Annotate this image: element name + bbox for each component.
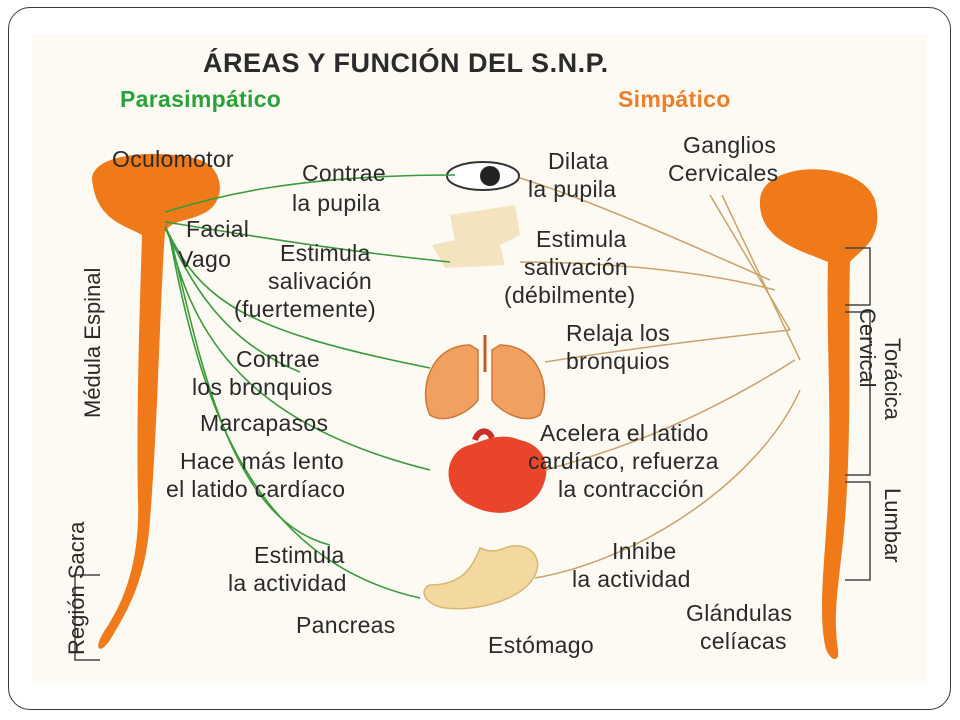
label-dilata-pupila-2: la pupila xyxy=(528,176,617,202)
label-cervicales: Cervicales xyxy=(668,160,779,186)
label-celiacas: celíacas xyxy=(700,628,787,654)
label-dilata-pupila-1: Dilata xyxy=(548,148,609,174)
label-estimula-debil-2: salivación xyxy=(524,254,628,280)
heart-organ xyxy=(448,428,547,513)
label-contrae-bronquios-1: Contrae xyxy=(236,346,320,372)
region-brackets xyxy=(74,247,871,661)
label-lumbar: Lumbar xyxy=(880,488,905,563)
label-lento-1: Hace más lento xyxy=(180,448,344,474)
lungs-organ xyxy=(424,335,546,420)
label-contrae-bronquios-2: los bronquios xyxy=(192,374,333,400)
label-region-sacra: Región Sacra xyxy=(64,521,89,655)
legend-sympathetic: Simpático xyxy=(618,86,731,112)
legend-parasympathetic: Parasimpático xyxy=(120,86,282,112)
label-estimula-debil-3: (débilmente) xyxy=(504,282,636,308)
label-contrae-pupila-2: la pupila xyxy=(292,190,381,216)
label-acelera-2: cardíaco, refuerza xyxy=(528,448,719,474)
label-facial: Facial xyxy=(186,216,250,242)
page-title: ÁREAS Y FUNCIÓN DEL S.N.P. xyxy=(203,48,609,78)
label-glandulas: Glándulas xyxy=(686,600,793,626)
right-spinal-cord xyxy=(759,169,878,660)
label-lento-2: el latido cardíaco xyxy=(166,476,346,502)
label-contrae-pupila-1: Contrae xyxy=(302,160,386,186)
label-estimula-fuerte-3: (fuertemente) xyxy=(234,296,376,322)
label-marcapasos: Marcapasos xyxy=(200,410,329,436)
left-spinal-cord xyxy=(92,153,220,649)
label-pancreas: Pancreas xyxy=(296,612,396,638)
sympathetic-nerves xyxy=(519,177,801,579)
label-estimula-act-2: la actividad xyxy=(228,570,347,596)
label-acelera-1: Acelera el latido xyxy=(540,420,709,446)
label-acelera-3: la contracción xyxy=(558,476,705,502)
label-oculomotor: Oculomotor xyxy=(112,146,234,172)
label-cervical: Cervical xyxy=(855,308,880,388)
label-estimula-fuerte-2: salivación xyxy=(268,268,372,294)
label-inhibe-1: Inhibe xyxy=(612,538,677,564)
salivary-gland-organ xyxy=(432,205,520,268)
stomach-organ xyxy=(423,545,539,610)
label-ganglios: Ganglios xyxy=(683,132,777,158)
label-medula-espinal: Médula Espinal xyxy=(80,267,105,418)
label-relaja-1: Relaja los xyxy=(566,320,670,346)
parasympathetic-nerves xyxy=(164,174,456,599)
label-inhibe-2: la actividad xyxy=(572,566,691,592)
eye-organ xyxy=(446,161,520,191)
label-estimula-fuerte-1: Estimula xyxy=(280,240,371,266)
label-estimula-debil-1: Estimula xyxy=(536,226,627,252)
label-estimula-act-1: Estimula xyxy=(254,542,345,568)
label-estomago: Estómago xyxy=(488,632,594,658)
label-toracica: Torácica xyxy=(880,338,905,420)
label-relaja-2: bronquios xyxy=(566,348,670,374)
label-vago: Vago xyxy=(178,246,232,272)
